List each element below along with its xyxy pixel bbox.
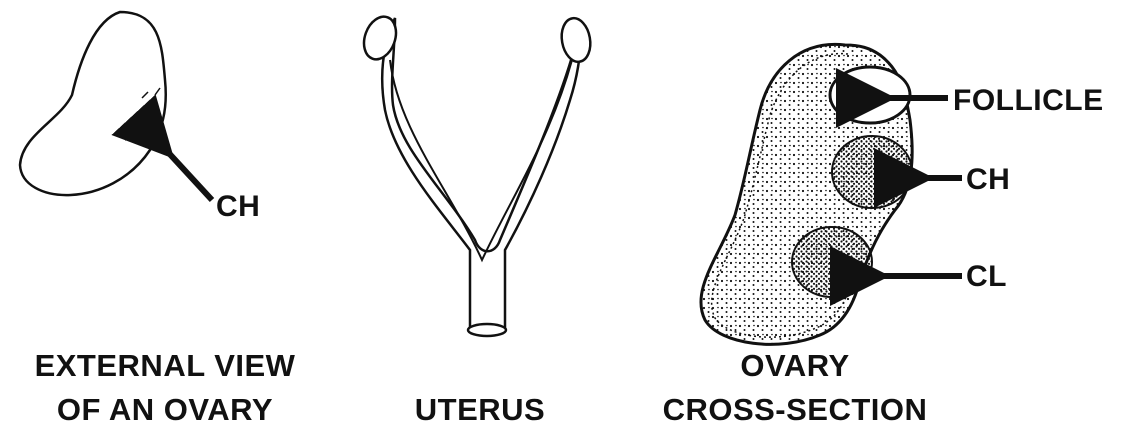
follicle-label: FOLLICLE	[953, 84, 1104, 118]
uterus	[358, 12, 593, 336]
cross-section-caption-line2: CROSS-SECTION	[640, 392, 950, 428]
cross-section-caption: OVARY CROSS-SECTION	[640, 348, 950, 428]
external-ch-label: CH	[216, 190, 260, 224]
external-caption: EXTERNAL VIEW OF AN OVARY	[0, 348, 330, 428]
cl-label: CL	[966, 260, 1007, 294]
ovary-cross-section	[701, 44, 962, 344]
external-caption-line2: OF AN OVARY	[0, 392, 330, 428]
corpus-luteum	[792, 227, 872, 297]
external-caption-line1: EXTERNAL VIEW	[0, 348, 330, 384]
corpus-hemorrhagicum	[832, 136, 912, 208]
external-ovary-hatching	[125, 88, 160, 140]
uterus-outline	[382, 18, 580, 330]
external-ch-arrow	[166, 150, 212, 200]
uterus-caption: UTERUS	[400, 392, 560, 428]
uterus-right-ovary	[558, 16, 593, 64]
cross-section-caption-line1: OVARY	[640, 348, 950, 384]
external-ovary-outline	[20, 12, 166, 195]
uterus-cervix	[468, 324, 506, 336]
cross-ch-label: CH	[966, 163, 1010, 197]
external-ovary	[20, 12, 212, 200]
